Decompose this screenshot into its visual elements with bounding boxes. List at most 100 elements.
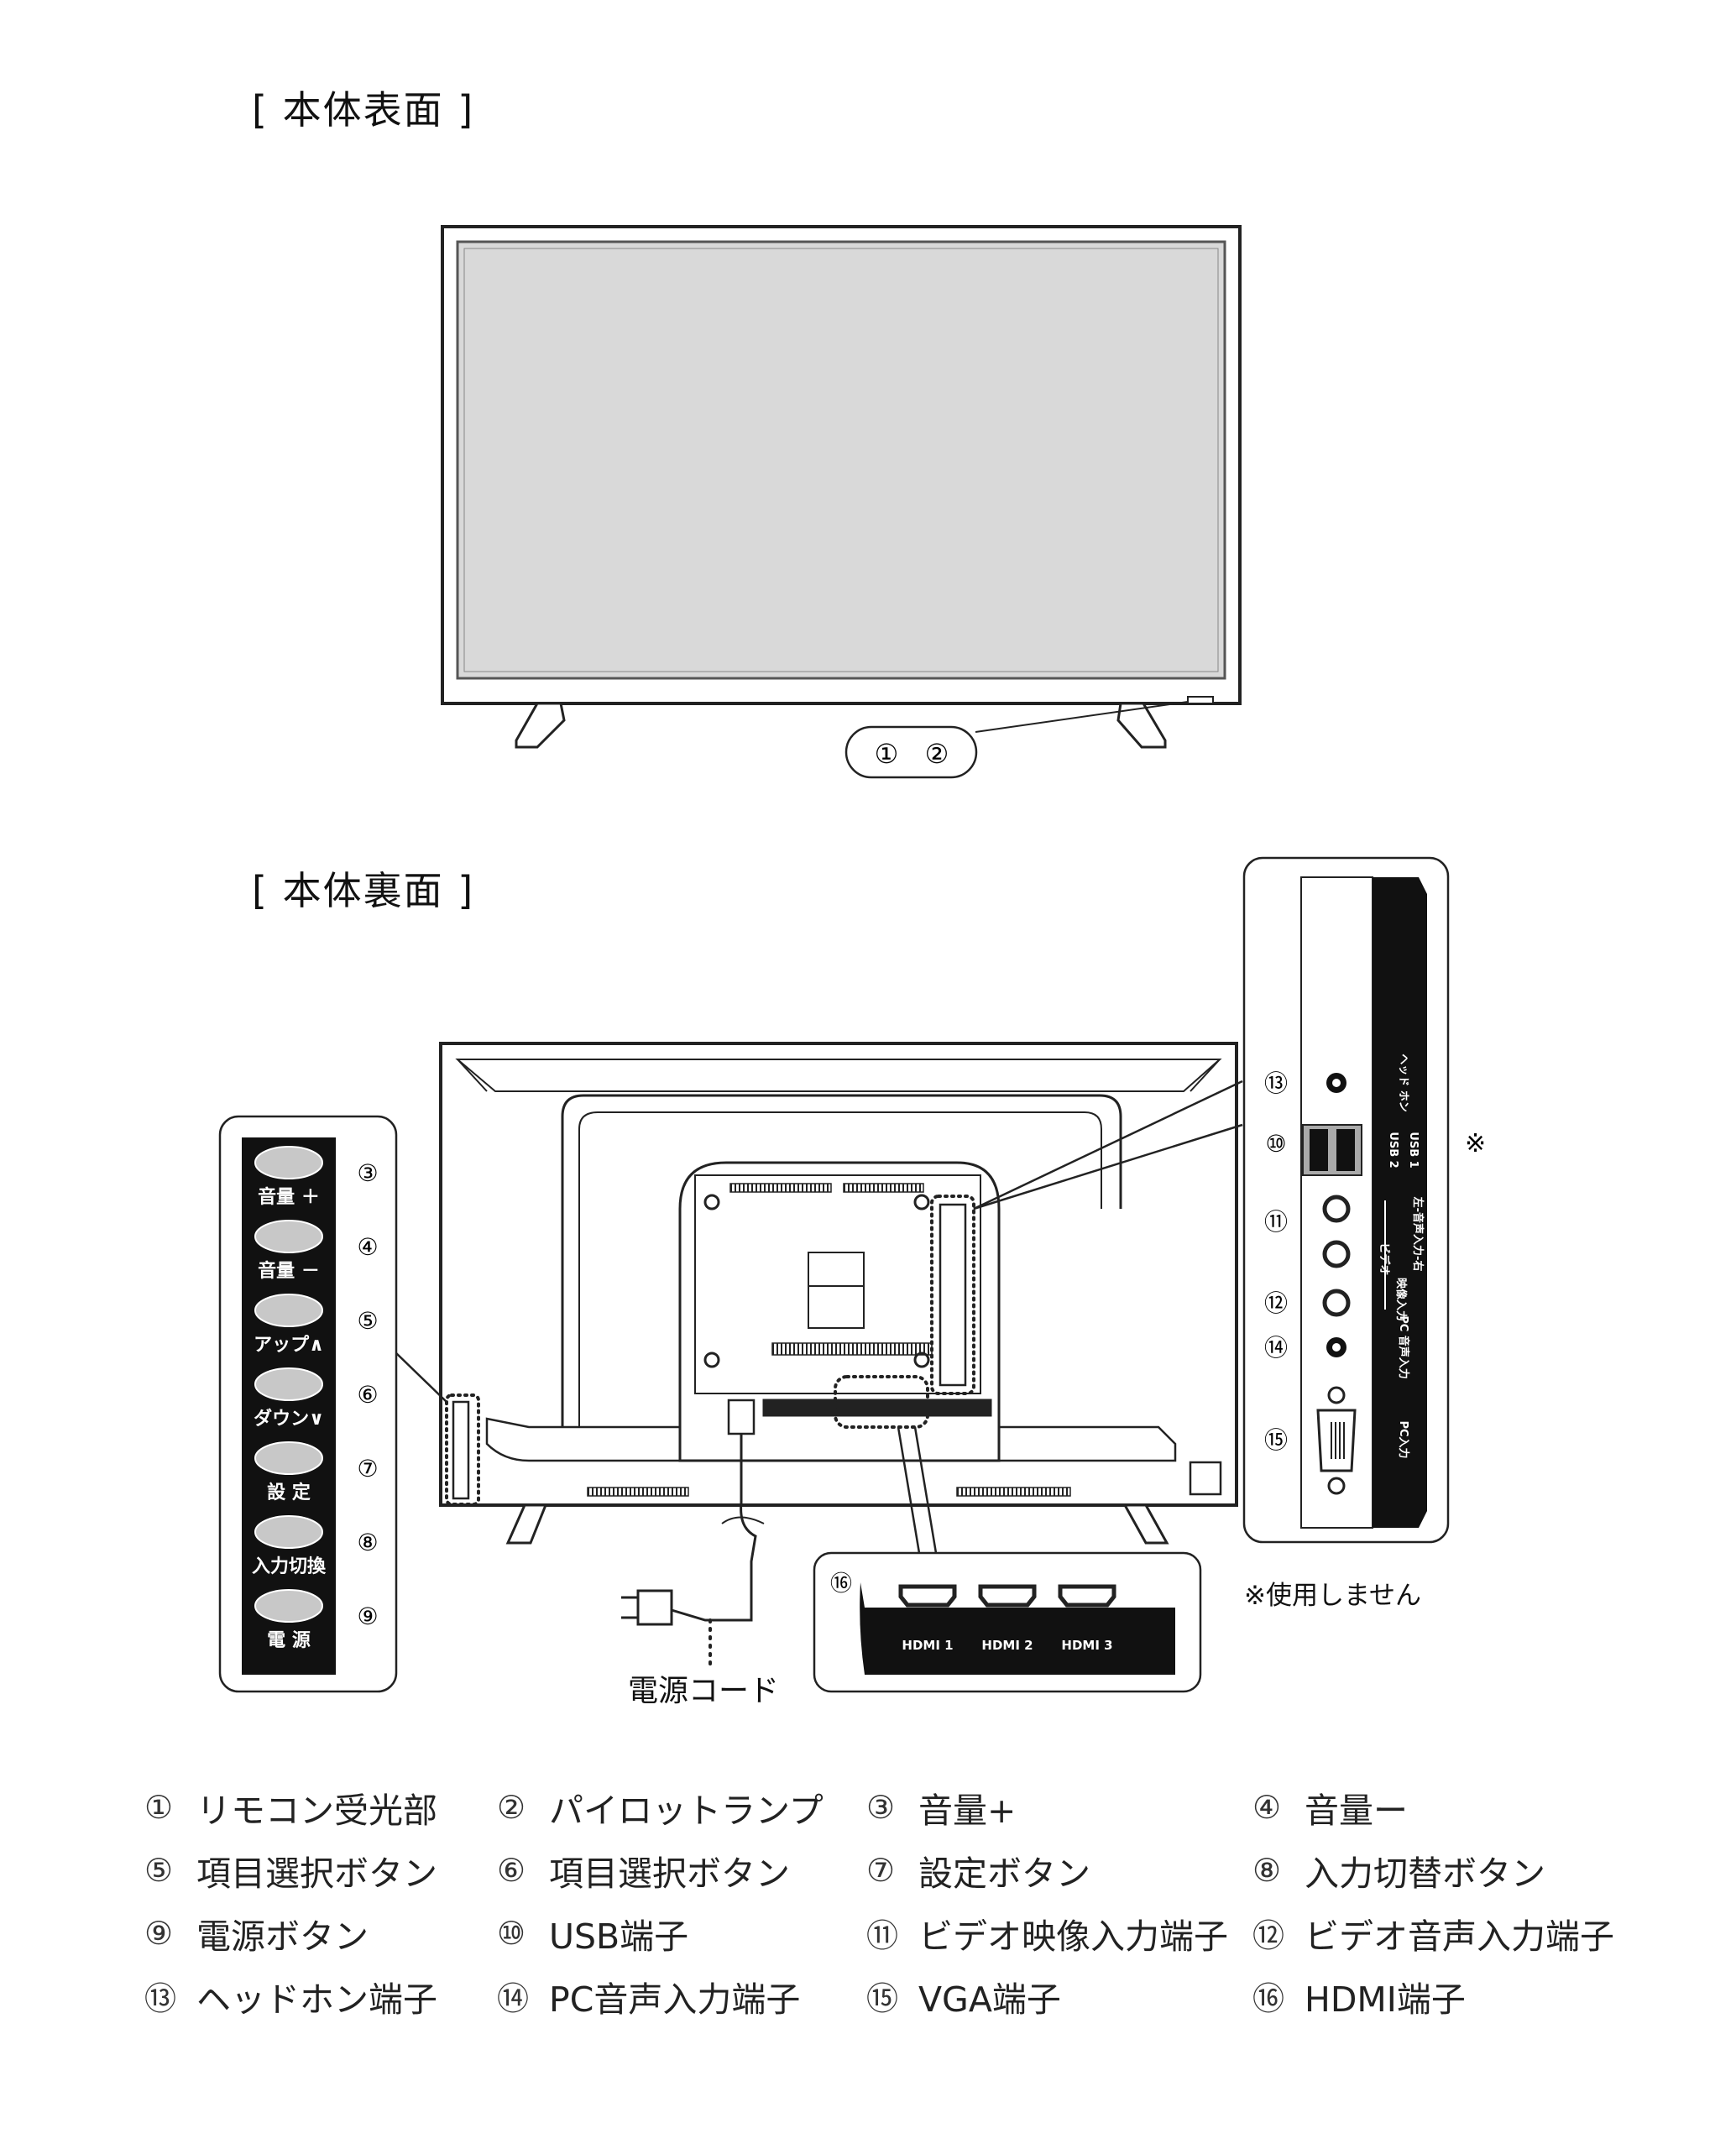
button-panel — [218, 1115, 398, 1693]
front-section-title: [ 本体表面 ] — [252, 87, 475, 133]
legend-num: ⑯ — [1252, 1980, 1285, 2017]
side-input-strip — [939, 1203, 967, 1387]
tv-back-bezel-top — [455, 1059, 1222, 1092]
leader-hdmi-a — [897, 1426, 921, 1554]
asterisk-mark: ※ — [1465, 1129, 1486, 1158]
power-cord-label: 電源コード — [628, 1674, 780, 1708]
label-video-in: 映像入力 — [1394, 1278, 1408, 1321]
legend-num: ② — [497, 1788, 526, 1826]
highlight-buttons — [445, 1393, 480, 1506]
side-num-13: ⑬ — [1264, 1069, 1288, 1097]
legend-label: リモコン受光部 — [196, 1790, 437, 1831]
highlight-side-inputs — [930, 1195, 975, 1395]
panel-button-6[interactable] — [254, 1367, 323, 1401]
tv-front-stand-right — [1116, 702, 1167, 749]
tv-front — [441, 225, 1242, 779]
legend-item: ⑥ 項目選択ボタン — [497, 1838, 866, 1901]
tv-front-stand-left — [515, 702, 566, 749]
side-num-15: ⑮ — [1264, 1426, 1288, 1454]
legend-num: ⑨ — [144, 1914, 174, 1952]
panel-button-label: ダウン∨ — [254, 1408, 324, 1430]
legend-num: ⑩ — [497, 1914, 526, 1952]
legend-label: 入力切替ボタン — [1305, 1853, 1545, 1894]
back-section-title: [ 本体裏面 ] — [252, 868, 475, 913]
panel-button-label: アップ∧ — [254, 1335, 324, 1356]
leader-side-bottom — [973, 1123, 1243, 1210]
panel-button-num: ⑤ — [357, 1307, 378, 1335]
tv-front-bezel — [441, 225, 1242, 705]
side-num-10: ⑩ — [1265, 1130, 1286, 1158]
legend-num: ⑫ — [1252, 1917, 1285, 1954]
label-pc-audio: PC 音声入力 — [1397, 1315, 1410, 1379]
panel-button-7[interactable] — [254, 1441, 323, 1475]
ir-sensor-mark — [1187, 696, 1214, 704]
hdmi-panel — [813, 1551, 1202, 1693]
highlight-hdmi — [834, 1375, 929, 1429]
hdmi-port-label: HDMI 1 — [902, 1638, 953, 1653]
back-button-strip — [452, 1400, 470, 1500]
power-plug — [636, 1589, 673, 1626]
label-pc-in: PC入力 — [1397, 1420, 1410, 1458]
tv-back-chassis-inner — [578, 1111, 1102, 1427]
legend-item: ⑪ ビデオ映像入力端子 — [866, 1901, 1252, 1964]
side-num-12: ⑫ — [1264, 1289, 1288, 1317]
legend-label: VGA端子 — [918, 1979, 1061, 2020]
callout-1: ① — [875, 738, 899, 770]
tv-back — [439, 1042, 1238, 1545]
legend-num: ④ — [1252, 1788, 1282, 1826]
leader-hdmi-b — [913, 1426, 938, 1554]
tv-front-screen — [456, 240, 1226, 680]
side-num-11: ⑪ — [1264, 1208, 1288, 1236]
hdmi-port-2 — [978, 1584, 1037, 1608]
legend-num: ⑥ — [497, 1851, 526, 1889]
panel-button-num: ⑦ — [357, 1455, 378, 1482]
legend-label: 項目選択ボタン — [549, 1853, 790, 1894]
label-headphone: ヘッド ホン — [1397, 1054, 1409, 1112]
label-video-group: ビデオ — [1378, 1242, 1391, 1275]
panel-button-8[interactable] — [254, 1515, 323, 1549]
legend-num: ⑪ — [866, 1917, 899, 1954]
legend-num: ③ — [866, 1788, 896, 1826]
callout-2: ② — [925, 738, 949, 770]
hdmi-port-1 — [898, 1584, 957, 1608]
legend-label: パイロットランプ — [549, 1790, 824, 1831]
front-callout-box — [844, 725, 978, 779]
panel-button-label: 電 源 — [267, 1630, 311, 1651]
panel-button-num: ③ — [357, 1159, 378, 1187]
panel-button-3[interactable] — [254, 1146, 323, 1179]
side-panel — [1242, 856, 1450, 1544]
tv-back-center-board — [678, 1161, 1001, 1462]
panel-button-label: 入力切換 — [252, 1556, 327, 1577]
legend-label: PC音声入力端子 — [549, 1979, 801, 2020]
legend-label: ビデオ映像入力端子 — [918, 1916, 1228, 1957]
leader-buttons — [394, 1351, 447, 1403]
label-usb1: USB 1 — [1407, 1132, 1420, 1168]
leader-side-top — [973, 1080, 1243, 1210]
tv-back-chassis-outer — [561, 1094, 1122, 1427]
hdmi-port-label: HDMI 3 — [1061, 1638, 1112, 1653]
legend-label: 設定ボタン — [918, 1853, 1090, 1894]
legend-item: ⑤ 項目選択ボタン — [144, 1838, 497, 1901]
legend-item: ⑮ VGA端子 — [866, 1964, 1252, 2027]
legend-label: 音量ー — [1305, 1790, 1408, 1831]
legend-num: ⑮ — [866, 1980, 899, 2017]
power-cord — [662, 1434, 757, 1622]
legend-label: 項目選択ボタン — [196, 1853, 437, 1894]
panel-button-label: 設 定 — [267, 1482, 311, 1503]
panel-button-num: ④ — [357, 1233, 378, 1261]
panel-button-4[interactable] — [254, 1220, 323, 1253]
legend-num: ⑤ — [144, 1851, 174, 1889]
panel-button-9[interactable] — [254, 1589, 323, 1623]
panel-button-num: ⑨ — [357, 1603, 378, 1630]
panel-button-5[interactable] — [254, 1294, 323, 1327]
